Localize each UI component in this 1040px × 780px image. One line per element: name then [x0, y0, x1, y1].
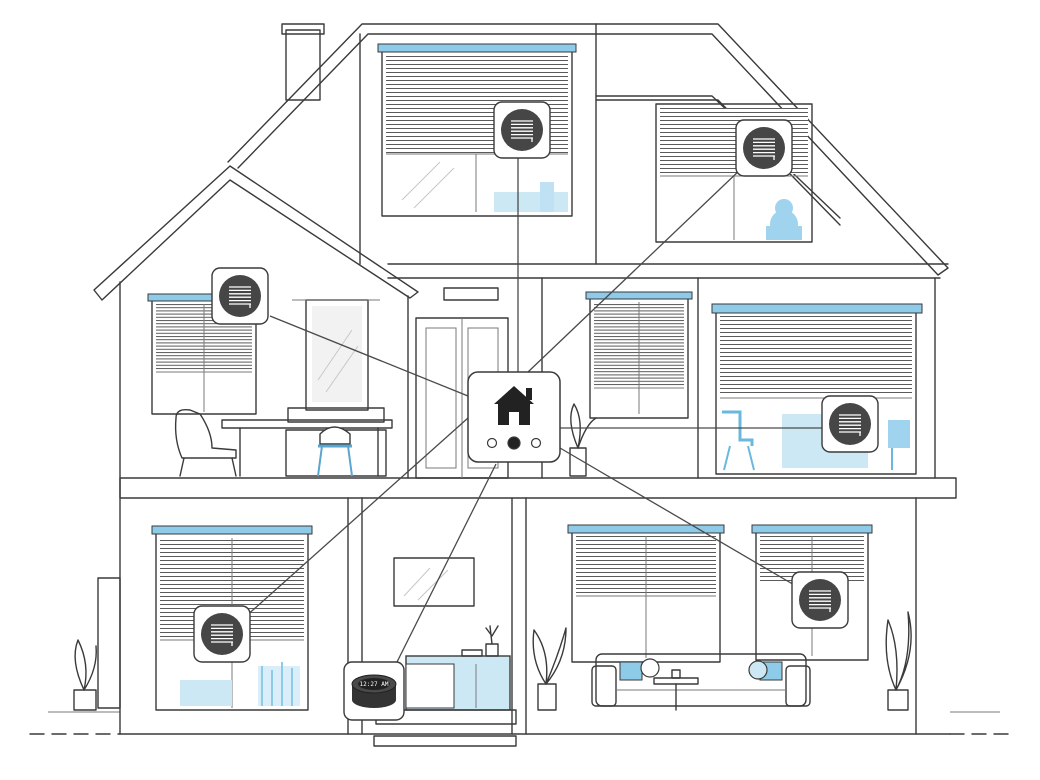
left-annex: [73, 577, 121, 711]
upper-left-furniture: [174, 407, 393, 477]
window-upper-left-tall: [292, 299, 380, 411]
blind-controller-lower-left[interactable]: [193, 605, 251, 663]
smart-speaker-icon: 12:27 AM: [351, 674, 397, 708]
window-upper-middle: [585, 291, 693, 419]
blinds-icon: [799, 579, 841, 621]
blinds-icon: [829, 403, 871, 445]
window-lower-middle: [567, 524, 725, 663]
sofa: [591, 653, 811, 711]
blinds-icon: [501, 109, 543, 151]
blind-controller-upper-left[interactable]: [211, 267, 269, 325]
blind-controllers: [193, 101, 879, 663]
blind-controller-upper-right[interactable]: [821, 395, 879, 453]
plant-upper: [569, 403, 597, 477]
main-roof: [227, 23, 949, 276]
blinds-icon: [219, 275, 261, 317]
connection-lines: [243, 130, 824, 669]
ground-line: [29, 711, 1011, 735]
plants-lower: [532, 611, 912, 711]
house-icon: [494, 386, 534, 425]
blind-controller-lower-right[interactable]: [791, 571, 849, 629]
hub-indicator-3: [530, 437, 542, 449]
speaker-time: 12:27 AM: [360, 681, 389, 688]
blind-controller-attic-right[interactable]: [735, 119, 793, 177]
blinds-icon: [201, 613, 243, 655]
smart-speaker-device[interactable]: 12:27 AM: [343, 661, 405, 721]
hub-indicator-1: [486, 437, 498, 449]
window-upper-right: [711, 303, 923, 475]
blind-controller-attic-left[interactable]: [493, 101, 551, 159]
hub-indicators: [486, 436, 542, 450]
left-gable-roof: [93, 165, 419, 301]
middle-lower-room: [393, 557, 511, 711]
hub-indicator-2: [507, 436, 521, 450]
blinds-icon: [743, 127, 785, 169]
hub-device[interactable]: [467, 371, 561, 463]
